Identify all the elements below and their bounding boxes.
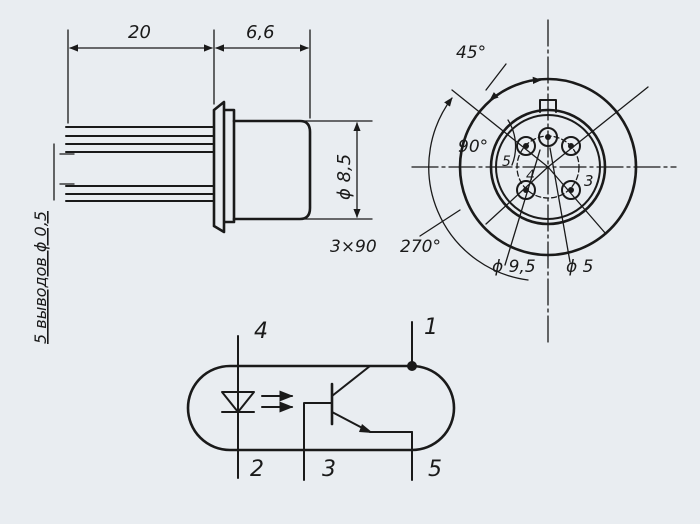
side-view: 20 6,6 ϕ 8,5 5 выводов ϕ 0,5 [31, 22, 373, 344]
pin-label-4: 4 [526, 168, 535, 184]
schematic: 4 1 2 3 5 [186, 315, 456, 482]
pin-label-3: 3 [584, 172, 594, 190]
body-outline [232, 119, 312, 221]
angle-90: 90° [458, 137, 488, 157]
pin-label-5: 5 [502, 154, 511, 170]
dim-body: 6,6 [246, 22, 275, 43]
key-tab [539, 99, 557, 113]
pins-note: 5 выводов ϕ 0,5 [31, 211, 50, 344]
angle-270: 270° [400, 237, 441, 257]
dim-body-diameter: ϕ 8,5 [334, 154, 355, 200]
angle-45: 45° [456, 43, 486, 63]
flange [212, 100, 236, 234]
dim-length: 20 [128, 22, 151, 43]
light-arrows [261, 390, 294, 413]
lead-wires [65, 126, 215, 202]
base-inner-circle [489, 108, 607, 226]
led-symbol [221, 335, 255, 479]
schematic-pin-1: 1 [424, 315, 438, 340]
package-outline [186, 364, 456, 452]
bottom-view: 5 4 3 45° 90° 3×90 270° ϕ 9,5 ϕ 5 [330, 19, 677, 347]
base-outer-circle [458, 77, 638, 257]
schematic-pin-3: 3 [322, 457, 336, 482]
angle-270-arc [428, 97, 529, 281]
schematic-pin-4: 4 [254, 319, 268, 344]
schematic-pin-5: 5 [428, 457, 442, 482]
angle-spacing: 3×90 [330, 237, 377, 257]
phototransistor-symbol [303, 321, 417, 481]
diameter-small: ϕ 5 [566, 257, 593, 277]
schematic-pin-2: 2 [250, 457, 264, 482]
diameter-pin-circle: ϕ 9,5 [492, 257, 536, 277]
